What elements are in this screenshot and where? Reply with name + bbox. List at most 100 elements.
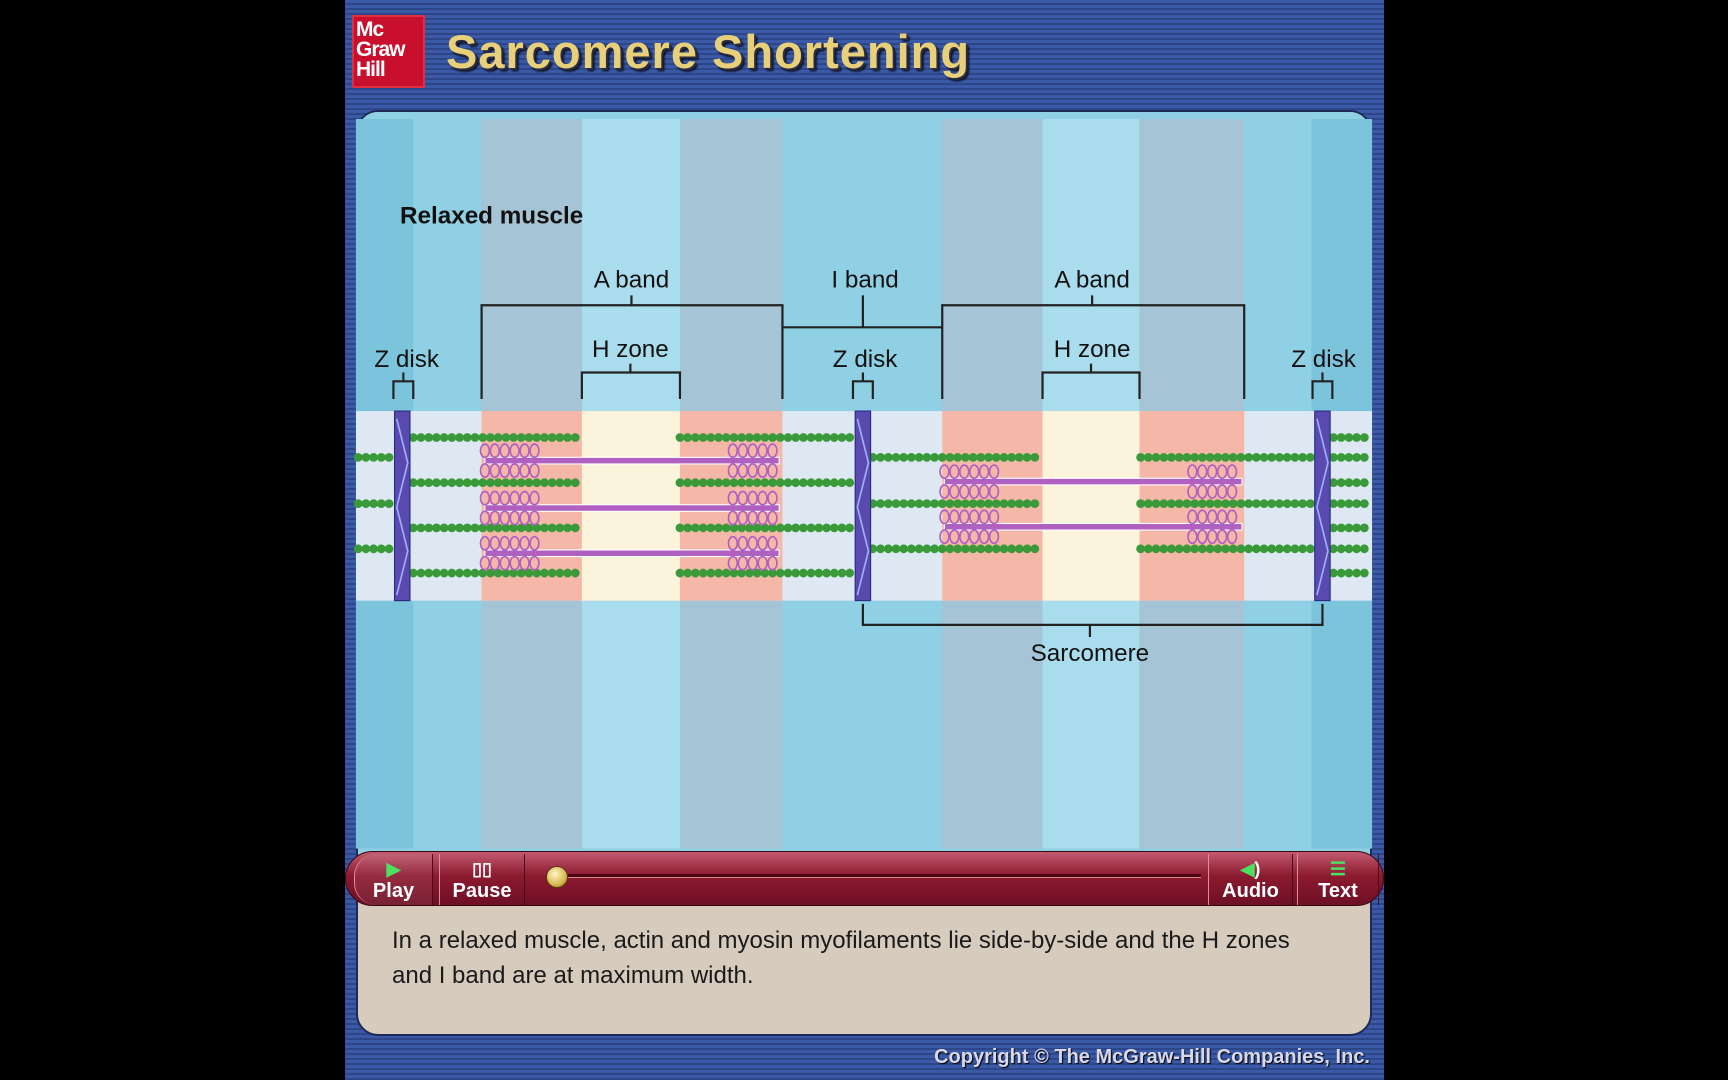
myosin-head	[949, 464, 960, 480]
myosin-head	[737, 555, 749, 571]
i-band-bracket	[782, 295, 943, 329]
myosin-head	[939, 484, 950, 499]
progress-track[interactable]	[546, 874, 1201, 878]
myosin-head	[767, 555, 778, 571]
myosin-filament	[484, 549, 780, 558]
h-zone-region	[1042, 411, 1140, 601]
myosin-filament	[943, 477, 1243, 486]
z-disk-left-bracket	[392, 372, 415, 399]
myosin-head	[499, 443, 510, 459]
myosin-head	[968, 529, 980, 545]
myosin-head	[757, 510, 768, 526]
label-z-disk: Z disk	[374, 346, 440, 373]
myosin-head	[968, 509, 980, 525]
myosin-head	[1226, 509, 1238, 525]
myosin-head	[757, 490, 768, 506]
myosin-filament	[484, 504, 780, 512]
myosin-head	[968, 464, 980, 480]
myosin-head	[489, 463, 501, 479]
myosin-head	[1197, 509, 1208, 525]
myosin-head	[1226, 484, 1238, 499]
myosin-head	[757, 463, 768, 479]
myosin-head	[988, 529, 1000, 545]
myosin-head	[727, 490, 739, 506]
myosin-head	[489, 535, 501, 551]
myosin-head	[509, 535, 520, 551]
myosin-head	[747, 443, 758, 459]
myosin-head	[949, 509, 960, 525]
z-disk-zigzag	[1316, 418, 1329, 596]
label-i-band: I band	[831, 267, 898, 294]
playback-controls: ▶Play ▯▯Pause ◀)Audio ☰Text	[345, 851, 1384, 906]
caption-text: In a relaxed muscle, actin and myosin my…	[392, 927, 1290, 989]
progress-slider-handle[interactable]	[546, 866, 568, 888]
z-disk-right-bracket	[1311, 372, 1334, 399]
myosin-head	[978, 484, 990, 499]
diagram-heading: Relaxed muscle	[400, 203, 583, 230]
myosin-head	[727, 555, 739, 571]
sarcomere-bracket	[861, 603, 1324, 637]
myosin-head	[939, 509, 950, 525]
myosin-head	[747, 463, 758, 479]
pause-button[interactable]: ▯▯Pause	[439, 854, 525, 905]
myosin-head	[747, 490, 758, 506]
myosin-head	[978, 464, 990, 480]
myosin-head	[519, 555, 530, 571]
text-icon: ☰	[1329, 859, 1347, 879]
myosin-head	[1216, 529, 1228, 545]
label-z-disk: Z disk	[1291, 346, 1357, 373]
myosin-head	[479, 463, 491, 479]
myosin-head	[1216, 509, 1228, 525]
z-disk-zigzag	[856, 418, 870, 596]
myosin-head	[479, 555, 491, 571]
myosin-head	[529, 490, 540, 506]
myosin-head	[499, 490, 510, 506]
speaker-icon: ◀)	[1240, 859, 1261, 879]
myosin-head	[529, 463, 540, 479]
myosin-head	[509, 443, 520, 459]
audio-button[interactable]: ◀)Audio	[1208, 854, 1293, 905]
label-z-disk: Z disk	[833, 346, 899, 373]
myosin-head	[509, 555, 520, 571]
text-button[interactable]: ☰Text	[1297, 854, 1379, 905]
myosin-head	[1187, 484, 1198, 499]
myosin-head	[1216, 464, 1228, 480]
myosin-head	[479, 510, 491, 526]
myosin-head	[978, 529, 990, 545]
myosin-head	[959, 484, 970, 499]
myosin-head	[489, 510, 501, 526]
a-band-left-bracket	[480, 295, 784, 399]
myosin-head	[509, 510, 520, 526]
myosin-head	[1197, 484, 1208, 499]
myosin-head	[479, 443, 491, 459]
brackets	[392, 295, 1334, 637]
myosin-filament	[943, 522, 1243, 531]
myosin-head	[727, 443, 739, 459]
myosin-head	[747, 555, 758, 571]
myosin-head	[959, 509, 970, 525]
myosin-head	[489, 555, 501, 571]
myosin-head	[939, 464, 950, 480]
myosin-head	[1207, 484, 1218, 499]
myosin-head	[988, 509, 1000, 525]
text-label: Text	[1318, 880, 1358, 902]
a-band-right-bracket	[941, 295, 1246, 399]
myosin-head	[1187, 509, 1198, 525]
myosin-head	[509, 463, 520, 479]
myosin-head	[978, 509, 990, 525]
myosin-head	[529, 443, 540, 459]
pause-label: Pause	[452, 880, 512, 902]
myosin-head	[499, 510, 510, 526]
myosin-head	[737, 535, 749, 551]
myosin-head	[767, 510, 778, 526]
myosin-head	[509, 490, 520, 506]
myosin-head	[968, 484, 980, 499]
myosin-filament	[484, 456, 780, 465]
myosin-head	[499, 463, 510, 479]
myosin-head	[949, 529, 960, 545]
play-button[interactable]: ▶Play	[354, 854, 433, 905]
myosin-head	[767, 535, 778, 551]
myosin-head	[1207, 464, 1218, 480]
myosin-head	[737, 490, 749, 506]
